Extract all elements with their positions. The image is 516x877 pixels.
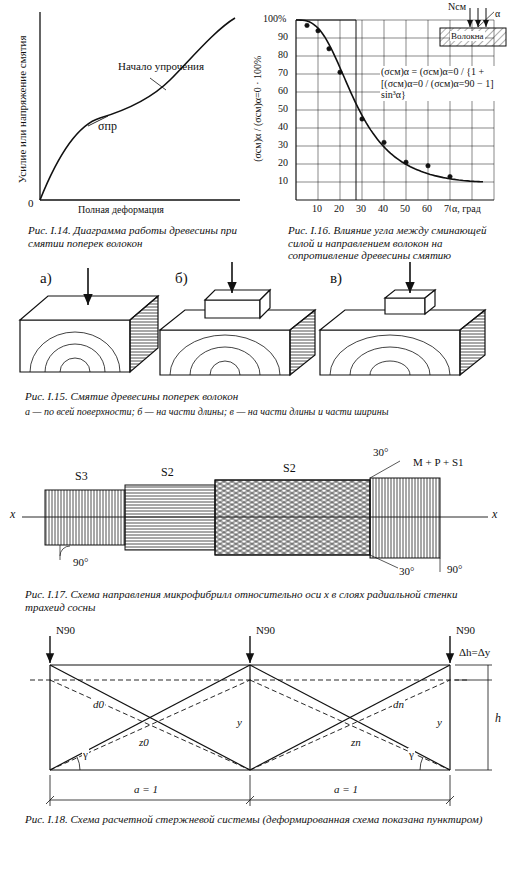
figure-label: а) [40, 270, 52, 287]
figure-label: a = 1 [133, 783, 159, 796]
figure-caption: Рис. I.14. Диаграмма работы древесины пр… [28, 224, 263, 249]
figure-label: 40 [278, 121, 288, 133]
figure-label: 20 [334, 203, 344, 215]
figure-label: 70 [278, 67, 288, 79]
figure-label: zn [350, 736, 362, 749]
figure-label: 30° [372, 446, 389, 459]
figure-label: y [436, 716, 443, 729]
figure-label: 30 [356, 203, 366, 215]
figure-label: h [494, 712, 502, 726]
figure-label: y [236, 716, 243, 729]
figure-label: (σсм)α = (σсм)α=0 / {1 + [(σсм)α=0 / (σс… [380, 66, 500, 101]
figure-label: α [494, 8, 501, 20]
figure-label: z0 [138, 736, 150, 749]
figure-label: 60 [422, 203, 432, 215]
figure-label: dn [392, 698, 405, 711]
figure-label: 30° [398, 565, 415, 578]
figure-label: N90 [56, 624, 75, 637]
figure-label: Полная деформация [78, 204, 164, 216]
figure-label: 10 [312, 203, 322, 215]
figure-label: Волокна [450, 31, 485, 41]
figure-label: x [10, 508, 15, 522]
figure-label: σпр [98, 120, 117, 134]
figure-label: 40 [378, 203, 388, 215]
figure-label: S2 [282, 462, 297, 476]
figure-label: x [492, 508, 497, 522]
figure-label: S3 [74, 470, 89, 484]
figure-label: а — по всей поверхности; б — на части дл… [25, 406, 495, 418]
figure-label: 0 [28, 197, 34, 210]
figure-label: 60 [278, 85, 288, 97]
figure-label: γ [82, 748, 89, 761]
figure-caption: Рис. I.17. Схема направления микрофибрил… [25, 588, 495, 613]
figure-label: 50 [278, 103, 288, 115]
figure-label: d0 [92, 698, 105, 711]
figure-label: 90° [446, 563, 463, 576]
figure-label: Δh=Δy [458, 646, 491, 659]
figure-label: 10 [278, 175, 288, 187]
figure-label: (σсм)α / (σсм)α=0 · 100% [252, 29, 264, 189]
figure-label: 20 [278, 157, 288, 169]
figure-label: Nсм [447, 1, 467, 13]
figure-label: N90 [456, 624, 475, 637]
figure-label: N90 [256, 624, 275, 637]
figure-label: 30 [278, 139, 288, 151]
figure-label: Начало упрочения [118, 60, 204, 73]
figure-label: 80 [278, 49, 288, 61]
figure-caption: Рис. I.15. Смятие древесины поперек воло… [25, 390, 495, 403]
figure-label: a = 1 [333, 783, 359, 796]
figure-label: Усилие или напряжение смятия [16, 19, 29, 199]
figure-label: γ [408, 748, 415, 761]
figure-caption: Рис. I.16. Влияние угла между сминающей … [288, 224, 510, 262]
figure-label: 90° [72, 556, 89, 569]
figure-label: α, град [451, 203, 482, 215]
figure-label: 50 [400, 203, 410, 215]
figure-label: б) [175, 270, 188, 287]
figure-label: в) [330, 270, 342, 287]
figure-label: 100% [263, 13, 286, 25]
figure-label: 90 [278, 31, 288, 43]
figure-label: S2 [160, 466, 175, 480]
figure-label: M + P + S1 [412, 456, 465, 469]
figure-caption: Рис. I.18. Схема расчетной стержневой си… [25, 813, 495, 826]
